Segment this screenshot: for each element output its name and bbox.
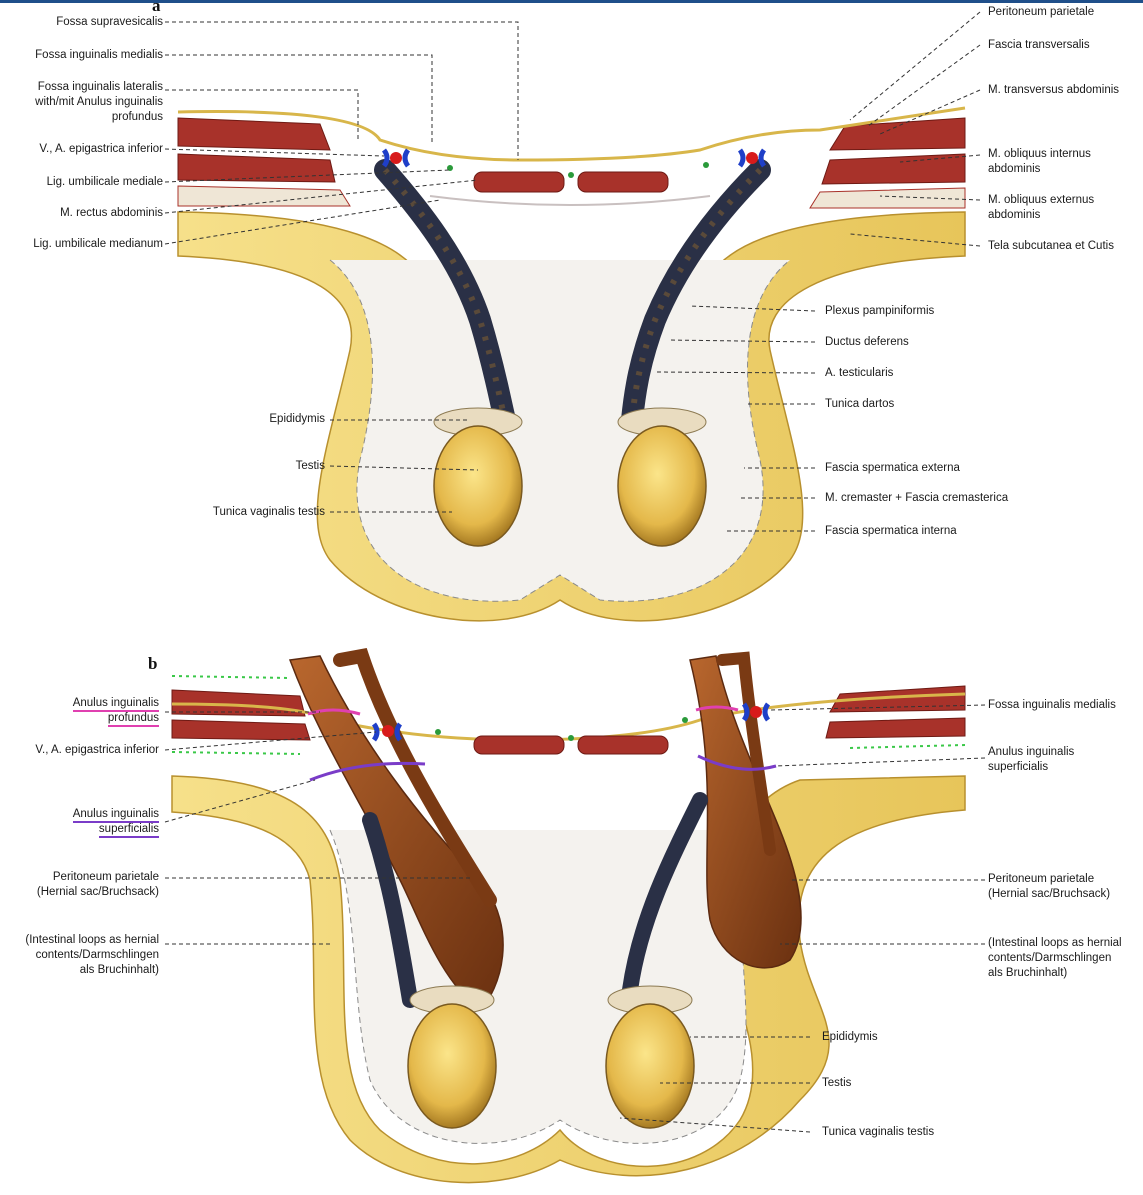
panel-b-drawing	[172, 656, 965, 1183]
label-b-intestinal-loops-2: contents/Darmschlingen	[36, 948, 159, 962]
label-b-anulus-profundus-line2: profundus	[108, 712, 159, 727]
label-fossa-inguinalis-lateralis-2: with/mit Anulus inguinalis	[35, 95, 163, 109]
label-b-anulus-superficialis-2: superficialis	[99, 822, 159, 836]
label-b-r-intestinal-loops-2: contents/Darmschlingen	[988, 951, 1111, 965]
label-b-anulus-superficialis-line1: Anulus inguinalis	[73, 808, 159, 823]
label-b-anulus-profundus-2: profundus	[108, 711, 159, 725]
label-tela-subcutanea: Tela subcutanea et Cutis	[988, 239, 1114, 253]
label-b-epididymis: Epididymis	[822, 1030, 878, 1044]
label-m-cremaster: M. cremaster + Fascia cremasterica	[825, 491, 1008, 505]
label-b-anulus-superficialis: Anulus inguinalis	[73, 807, 159, 821]
label-fascia-transversalis: Fascia transversalis	[988, 38, 1090, 52]
label-epigastrica-inferior: V., A. epigastrica inferior	[39, 142, 163, 156]
label-b-tunica-vaginalis: Tunica vaginalis testis	[822, 1125, 934, 1139]
label-b-r-intestinal-loops-3: als Bruchinhalt)	[988, 966, 1067, 980]
label-fascia-spermatica-interna: Fascia spermatica interna	[825, 524, 957, 538]
label-m-obliquus-internus: M. obliquus internus	[988, 147, 1091, 161]
label-tunica-dartos: Tunica dartos	[825, 397, 894, 411]
label-b-r-anulus-superficialis: Anulus inguinalis	[988, 745, 1074, 759]
label-m-transversus-abdominis: M. transversus abdominis	[988, 83, 1119, 97]
label-b-testis: Testis	[822, 1076, 851, 1090]
label-b-anulus-profundus-line1: Anulus inguinalis	[73, 697, 159, 712]
label-b-peritoneum-parietale: Peritoneum parietale	[53, 870, 159, 884]
label-ductus-deferens: Ductus deferens	[825, 335, 909, 349]
label-m-obliquus-internus-2: abdominis	[988, 162, 1040, 176]
label-b-intestinal-loops-3: als Bruchinhalt)	[80, 963, 159, 977]
label-b-fossa-inguinalis-medialis: Fossa inguinalis medialis	[988, 698, 1116, 712]
panel-a-letter: a	[152, 0, 161, 16]
label-b-anulus-profundus: Anulus inguinalis	[73, 696, 159, 710]
label-fossa-inguinalis-lateralis-3: profundus	[112, 110, 163, 124]
label-lig-umbilicale-mediale: Lig. umbilicale mediale	[47, 175, 163, 189]
label-b-r-peritoneum-parietale: Peritoneum parietale	[988, 872, 1094, 886]
label-peritoneum-parietale: Peritoneum parietale	[988, 5, 1094, 19]
label-a-testicularis: A. testicularis	[825, 366, 893, 380]
label-fossa-inguinalis-lateralis: Fossa inguinalis lateralis	[38, 80, 163, 94]
label-fossa-inguinalis-medialis: Fossa inguinalis medialis	[35, 48, 163, 62]
label-b-r-intestinal-loops: (Intestinal loops as hernial	[988, 936, 1122, 950]
label-plexus-pampiniformis: Plexus pampiniformis	[825, 304, 934, 318]
panel-b-letter: b	[148, 654, 157, 674]
label-fascia-spermatica-externa: Fascia spermatica externa	[825, 461, 960, 475]
label-a-epididymis: Epididymis	[269, 412, 325, 426]
label-b-hernial-sac: (Hernial sac/Bruchsack)	[37, 885, 159, 899]
label-a-testis: Testis	[296, 459, 325, 473]
label-m-obliquus-externus-2: abdominis	[988, 208, 1040, 222]
label-b-intestinal-loops: (Intestinal loops as hernial	[25, 933, 159, 947]
label-b-epigastrica-inferior: V., A. epigastrica inferior	[35, 743, 159, 757]
label-b-r-anulus-superficialis-2: superficialis	[988, 760, 1048, 774]
label-a-tunica-vaginalis: Tunica vaginalis testis	[213, 505, 325, 519]
label-fossa-supravesicalis: Fossa supravesicalis	[56, 15, 163, 29]
label-m-obliquus-externus: M. obliquus externus	[988, 193, 1094, 207]
label-lig-umbilicale-medianum: Lig. umbilicale medianum	[33, 237, 163, 251]
label-b-r-hernial-sac: (Hernial sac/Bruchsack)	[988, 887, 1110, 901]
label-m-rectus-abdominis: M. rectus abdominis	[60, 206, 163, 220]
label-b-anulus-superficialis-line2: superficialis	[99, 823, 159, 838]
panel-a-drawing	[178, 108, 965, 621]
